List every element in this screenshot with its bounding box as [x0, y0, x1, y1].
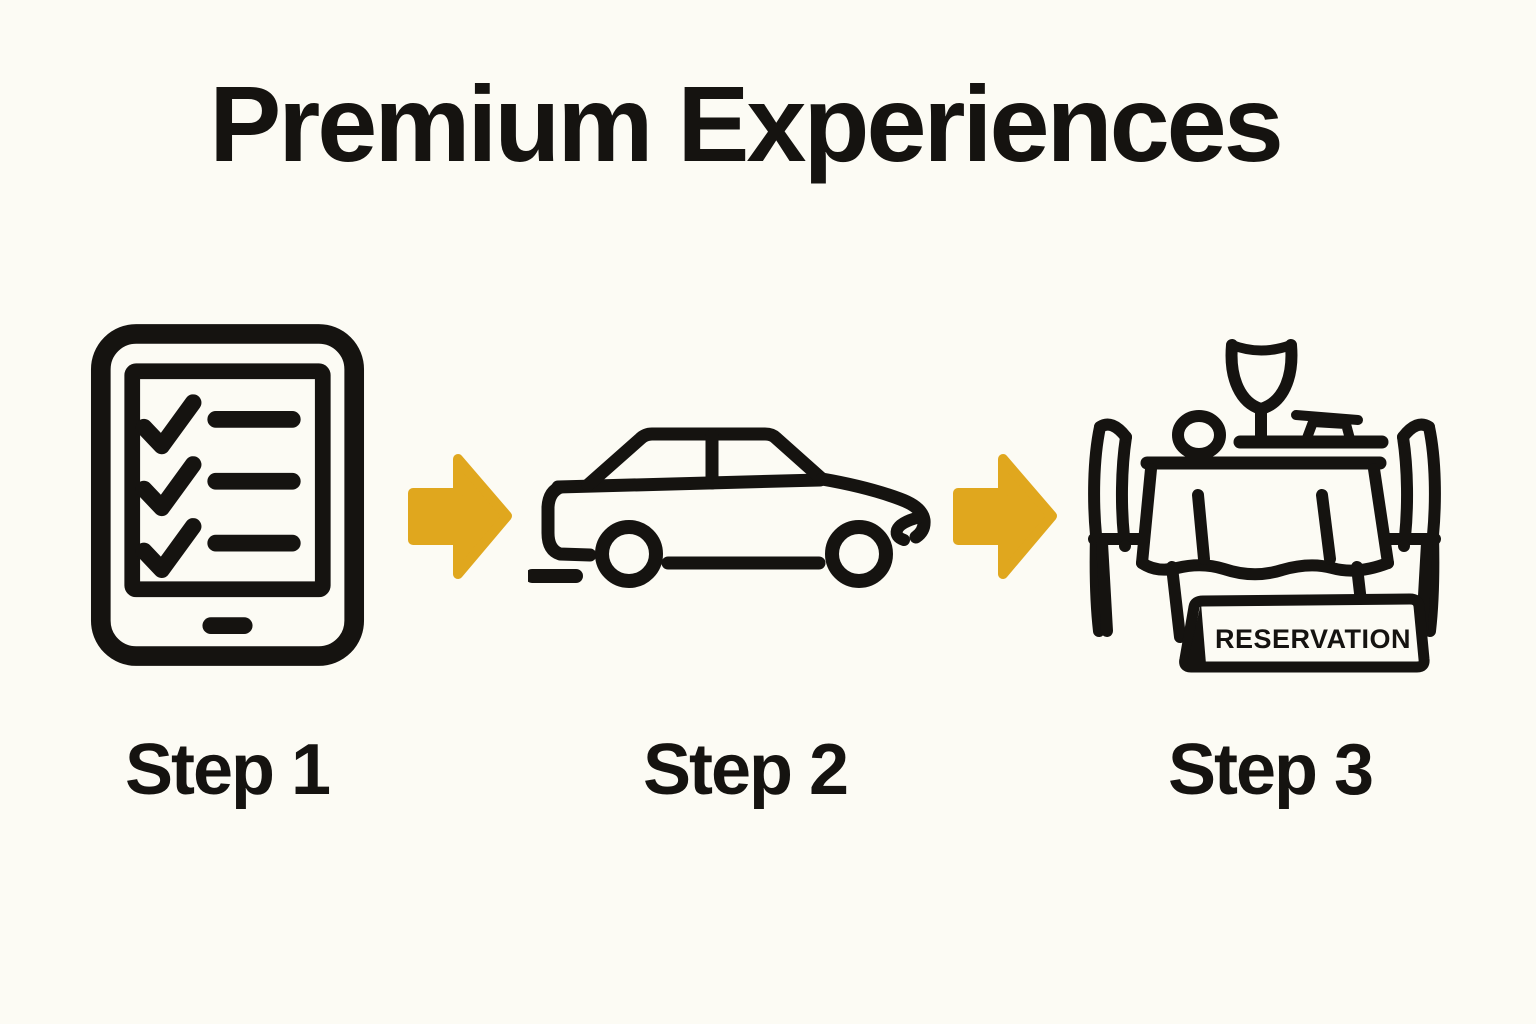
table-box-icon [1291, 410, 1363, 444]
tablecloth-drape [1136, 557, 1394, 581]
checkmark-icon [135, 518, 202, 578]
car-front-bumper [890, 511, 926, 546]
restaurant-table-svg: RESERVATION [1088, 339, 1441, 673]
restaurant-table-icon: RESERVATION [1082, 335, 1447, 685]
arrow-right-icon [408, 448, 512, 585]
car-beltline [551, 473, 827, 494]
car-rear [541, 480, 597, 562]
arrow-shape [953, 454, 1057, 579]
tablet-checklist-icon [90, 322, 365, 668]
arrow-right-svg [953, 454, 1057, 579]
checkmark-icon [135, 456, 202, 517]
arrow-shape [408, 454, 512, 579]
car-body [541, 427, 931, 570]
car-rear-wheel [595, 520, 663, 588]
tablecloth-fold [1316, 489, 1336, 565]
reservation-sign-card [1179, 593, 1430, 673]
reservation-sign-text: RESERVATION [1215, 624, 1411, 654]
page-title: Premium Experiences [209, 63, 1284, 184]
checklist-row-1 [135, 394, 301, 455]
car-front-wheel [825, 520, 893, 588]
step-2-label: Step 2 [642, 730, 849, 810]
arrow-right-icon [953, 448, 1057, 585]
step-1-label: Step 1 [124, 730, 331, 810]
car-icon [528, 423, 938, 595]
chair-knobs [1119, 540, 1410, 552]
wine-glass-icon [1225, 339, 1298, 445]
reservation-sign [1179, 593, 1430, 673]
tablet-frame [90, 324, 365, 666]
plate-icon [1172, 410, 1226, 460]
checklist-row-3 [135, 518, 301, 578]
checklist-row-2 [135, 456, 301, 517]
tablet-checklist-svg [90, 324, 365, 666]
table-leg [1166, 561, 1186, 643]
tablecloth-fold [1192, 489, 1210, 565]
checkmark-icon [135, 394, 202, 455]
sign-fold-flap [1187, 603, 1206, 664]
car-svg [528, 427, 931, 588]
car-hood-front [815, 472, 931, 544]
arrow-right-svg [408, 454, 512, 579]
tablet-screen [124, 363, 331, 598]
step-3-label: Step 3 [1167, 730, 1374, 810]
left-chair-icon [1088, 418, 1150, 637]
